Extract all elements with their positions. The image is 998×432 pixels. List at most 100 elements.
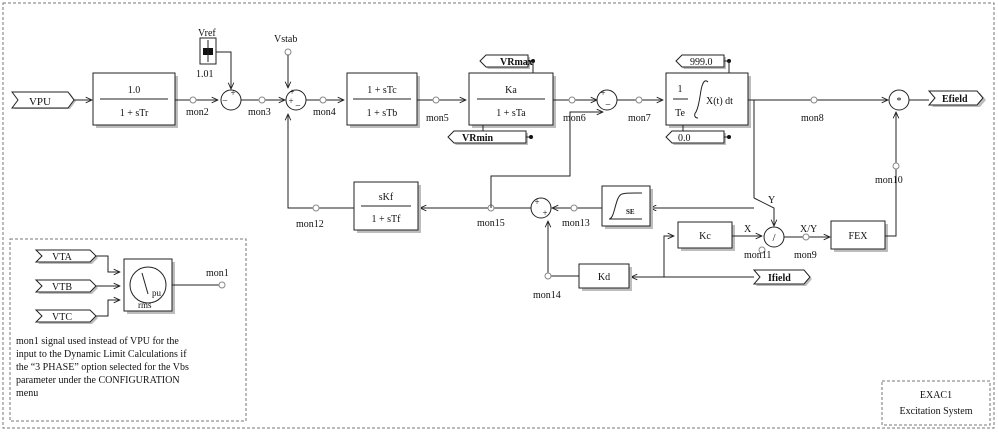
integrator-min-tag[interactable]: 0.0 bbox=[665, 130, 731, 145]
mon6-node[interactable] bbox=[568, 96, 576, 104]
svg-text:VTA: VTA bbox=[52, 252, 73, 263]
svg-text:/: / bbox=[772, 232, 776, 244]
ifield-label: Ifield bbox=[768, 273, 791, 284]
integrator-max-tag[interactable]: 999.0 bbox=[675, 54, 731, 69]
divider: / bbox=[763, 226, 785, 248]
vtb-input-tag[interactable]: VTB bbox=[34, 279, 98, 294]
mon7-node[interactable] bbox=[635, 96, 643, 104]
efield-output-tag[interactable]: Efield bbox=[927, 90, 986, 107]
vtc-input-tag[interactable]: VTC bbox=[34, 309, 98, 324]
vstab-node[interactable] bbox=[284, 48, 292, 56]
integrator-denominator: Te bbox=[675, 108, 685, 119]
kd-label: Kd bbox=[598, 272, 610, 283]
kf-denominator: 1 + sTf bbox=[372, 214, 402, 225]
ka-numerator: Ka bbox=[505, 85, 517, 96]
svg-text:+: + bbox=[534, 197, 539, 207]
regulator-gain-block[interactable]: Ka 1 + sTa bbox=[468, 72, 556, 128]
svg-text:VTC: VTC bbox=[52, 312, 72, 323]
lead-lag-block[interactable]: 1 + sTc 1 + sTb bbox=[346, 72, 420, 128]
mon9-node[interactable] bbox=[802, 233, 810, 241]
title-subtitle: Excitation System bbox=[899, 406, 972, 417]
exciter-integrator-block[interactable]: 1 Te X(t) dt bbox=[665, 72, 751, 128]
title-name: EXAC1 bbox=[920, 390, 952, 401]
integrator-numerator: 1 bbox=[678, 84, 683, 95]
mon10-label: mon10 bbox=[875, 175, 903, 186]
mon11-label: mon11 bbox=[744, 250, 771, 261]
transducer-block[interactable]: 1.0 1 + sTr bbox=[92, 72, 178, 128]
mon3-label: mon3 bbox=[248, 107, 271, 118]
fex-block[interactable]: FEX bbox=[830, 220, 888, 252]
kc-block[interactable]: Kc bbox=[677, 221, 735, 251]
svg-text:+: + bbox=[288, 96, 293, 106]
vref-value: 1.01 bbox=[196, 69, 214, 80]
saturation-summer: + + bbox=[530, 197, 552, 219]
vrmin-label: VRmin bbox=[462, 133, 494, 144]
note-line-2: input to the Dynamic Limit Calculations … bbox=[16, 349, 187, 360]
kd-block[interactable]: Kd bbox=[578, 263, 632, 291]
mon4-node[interactable] bbox=[319, 96, 327, 104]
svg-text:−: − bbox=[295, 101, 301, 112]
fex-label: FEX bbox=[849, 231, 869, 242]
integrator-max-label: 999.0 bbox=[690, 57, 713, 68]
mon10-node[interactable] bbox=[892, 162, 900, 170]
tr-numerator: 1.0 bbox=[128, 85, 141, 96]
mon3-node[interactable] bbox=[258, 96, 266, 104]
mon7-label: mon7 bbox=[628, 113, 651, 124]
note-line-4: parameter under the CONFIGURATION bbox=[16, 375, 180, 386]
title-block bbox=[881, 380, 991, 426]
mon8-node[interactable] bbox=[810, 96, 818, 104]
mon5-label: mon5 bbox=[426, 113, 449, 124]
mon12-label: mon12 bbox=[296, 219, 324, 230]
mon14-node[interactable] bbox=[544, 272, 552, 280]
se-label: SE bbox=[626, 208, 635, 216]
vrmax-tag[interactable]: VRmax bbox=[479, 54, 535, 69]
mon15-label: mon15 bbox=[477, 218, 505, 229]
y-label-top: Y bbox=[768, 195, 775, 206]
mon4-label: mon4 bbox=[313, 107, 336, 118]
mon2-node[interactable] bbox=[189, 96, 197, 104]
vstab-label: Vstab bbox=[274, 34, 297, 45]
mon11-node[interactable] bbox=[758, 246, 766, 254]
multiplier: * bbox=[888, 89, 910, 111]
mon13-node[interactable] bbox=[570, 204, 578, 212]
vref-slider[interactable]: Vref 1.01 bbox=[196, 28, 217, 80]
vrmax-label: VRmax bbox=[500, 57, 533, 68]
lead-numerator: 1 + sTc bbox=[367, 85, 397, 96]
svg-text:+: + bbox=[542, 208, 547, 218]
mon14-label: mon14 bbox=[533, 290, 561, 301]
mon9-label: mon9 bbox=[794, 250, 817, 261]
mon5-node[interactable] bbox=[432, 96, 440, 104]
meter-rms: rms bbox=[138, 300, 152, 310]
xy-label: X/Y bbox=[800, 224, 817, 235]
svg-text:−: − bbox=[222, 96, 228, 107]
ifield-input-tag[interactable]: Ifield bbox=[752, 269, 812, 286]
mon12-node[interactable] bbox=[312, 204, 320, 212]
kf-numerator: sKf bbox=[379, 192, 394, 203]
note-line-5: menu bbox=[16, 388, 38, 399]
svg-text:+: + bbox=[230, 88, 235, 98]
mon1-label: mon1 bbox=[206, 268, 229, 279]
vpu-label: VPU bbox=[29, 96, 51, 108]
mon6-label: mon6 bbox=[563, 113, 586, 124]
rate-feedback-block[interactable]: sKf 1 + sTf bbox=[353, 181, 421, 233]
integrator-expression: X(t) dt bbox=[706, 96, 733, 107]
vpu-input-tag[interactable]: VPU bbox=[11, 91, 76, 109]
ka-denominator: 1 + sTa bbox=[496, 108, 526, 119]
svg-text:VTB: VTB bbox=[52, 282, 72, 293]
tr-denominator: 1 + sTr bbox=[120, 108, 149, 119]
saturation-block[interactable]: SE bbox=[601, 185, 653, 229]
error-summer: + − bbox=[220, 88, 242, 111]
mon1-node[interactable] bbox=[218, 281, 226, 289]
kc-label: Kc bbox=[699, 231, 711, 242]
rms-meter-block[interactable]: pu rms bbox=[123, 258, 175, 314]
vref-label: Vref bbox=[198, 28, 216, 39]
lead-denominator: 1 + sTb bbox=[367, 108, 398, 119]
vta-input-tag[interactable]: VTA bbox=[34, 249, 98, 264]
svg-text:+: + bbox=[289, 87, 294, 97]
rms-note-panel bbox=[9, 238, 247, 422]
mon8-label: mon8 bbox=[801, 113, 824, 124]
efield-label: Efield bbox=[942, 94, 968, 105]
vrmin-tag[interactable]: VRmin bbox=[447, 130, 533, 145]
